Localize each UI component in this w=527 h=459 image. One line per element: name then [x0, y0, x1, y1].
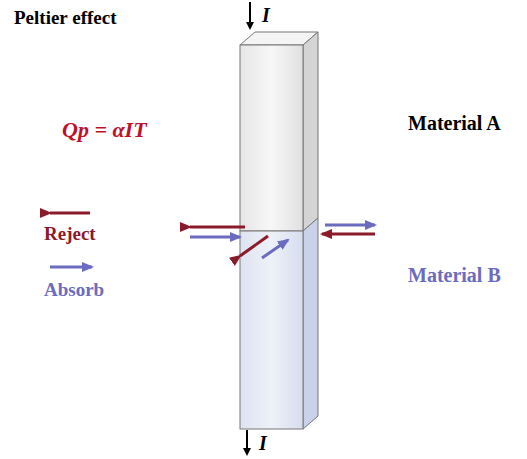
title-text: Peltier effect [14, 8, 116, 29]
legend-reject-sample [50, 212, 90, 215]
current-arrow [246, 430, 248, 454]
bar-side-face [303, 32, 318, 231]
reject-arrow [322, 233, 375, 236]
legend-text: Reject [44, 224, 96, 245]
absorb-arrow [262, 240, 288, 258]
bar-side-face [303, 218, 318, 429]
material-a-bar [240, 45, 303, 231]
current-arrow [249, 2, 251, 28]
material-label: Material A [408, 112, 501, 134]
reject-arrow [190, 226, 245, 229]
current-label: I [262, 4, 270, 26]
legend-absorb-sample [50, 266, 92, 269]
legend-text: Absorb [44, 280, 104, 301]
absorb-arrow [325, 224, 375, 227]
material-label: Material B [408, 264, 501, 286]
material-b-bar [240, 231, 303, 429]
current-label: I [259, 432, 267, 454]
reject-arrow [240, 236, 268, 256]
peltier-formula: Qp = αIT [62, 118, 147, 142]
absorb-arrow [190, 236, 240, 239]
